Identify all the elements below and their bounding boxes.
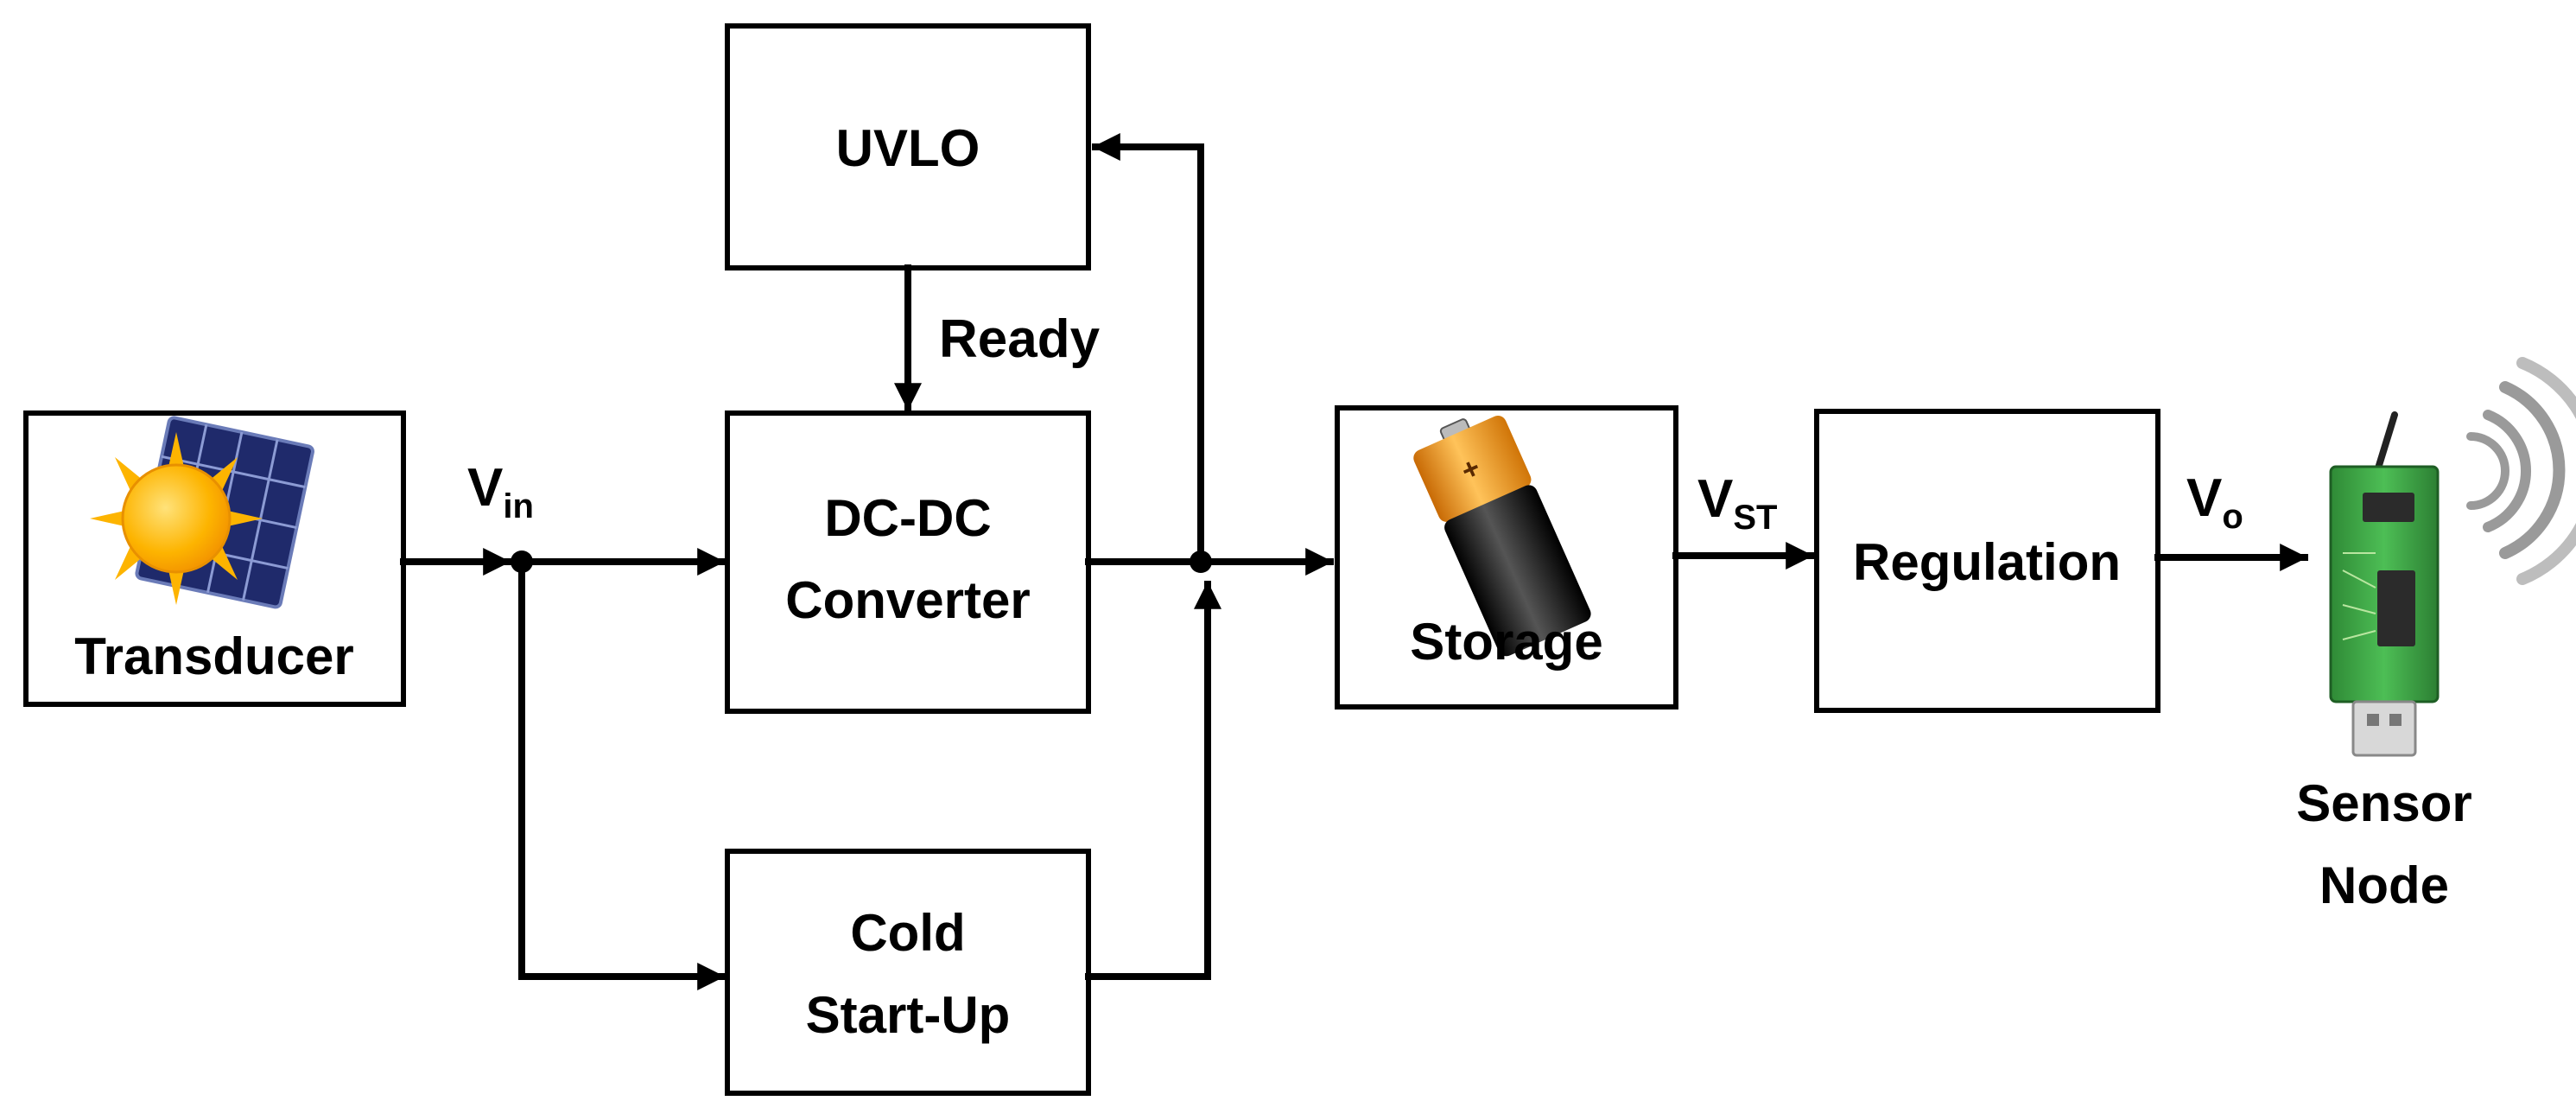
cold-startup-label-line1: Cold xyxy=(850,904,965,962)
vo-main: V xyxy=(2186,468,2222,528)
vst-subscript: ST xyxy=(1733,499,1777,537)
regulation-block: Regulation xyxy=(1814,409,2160,713)
battery-icon: + xyxy=(1413,415,1591,657)
wire-vin-to-cold-startup xyxy=(518,558,726,990)
sensor-node: Sensor Node xyxy=(2296,357,2576,914)
vo-label: Vo xyxy=(2186,468,2243,536)
uvlo-label: UVLO xyxy=(836,119,980,177)
transducer-block: Transducer xyxy=(23,410,406,707)
uvlo-block: UVLO xyxy=(725,23,1091,270)
dcdc-converter-block: DC-DC Converter xyxy=(725,410,1091,714)
storage-label: Storage xyxy=(1410,613,1602,671)
wire-junction-to-uvlo xyxy=(1092,133,1204,565)
cold-startup-label-line2: Start-Up xyxy=(806,986,1011,1044)
sensor-node-label-line2: Node xyxy=(2319,856,2449,914)
wire-cold-startup-to-junction xyxy=(1085,581,1221,980)
vst-label: VST xyxy=(1697,469,1777,537)
vin-main: V xyxy=(467,458,503,518)
dcdc-label-line1: DC-DC xyxy=(824,489,991,547)
storage-block: + Storage xyxy=(1335,405,1678,710)
vin-label: Vin xyxy=(467,458,534,525)
solar-panel-sun-icon xyxy=(90,416,314,609)
sensor-node-label-line1: Sensor xyxy=(2296,774,2471,832)
regulation-label: Regulation xyxy=(1853,533,2121,591)
vst-main: V xyxy=(1697,469,1733,529)
vin-subscript: in xyxy=(503,487,534,525)
cold-startup-block: Cold Start-Up xyxy=(725,849,1091,1096)
connections xyxy=(400,133,2308,990)
wireless-sensor-board-icon xyxy=(2329,357,2576,757)
ready-signal-label: Ready xyxy=(939,309,1101,369)
vo-subscript: o xyxy=(2222,498,2243,536)
transducer-label: Transducer xyxy=(74,627,353,685)
dcdc-label-line2: Converter xyxy=(785,571,1030,629)
